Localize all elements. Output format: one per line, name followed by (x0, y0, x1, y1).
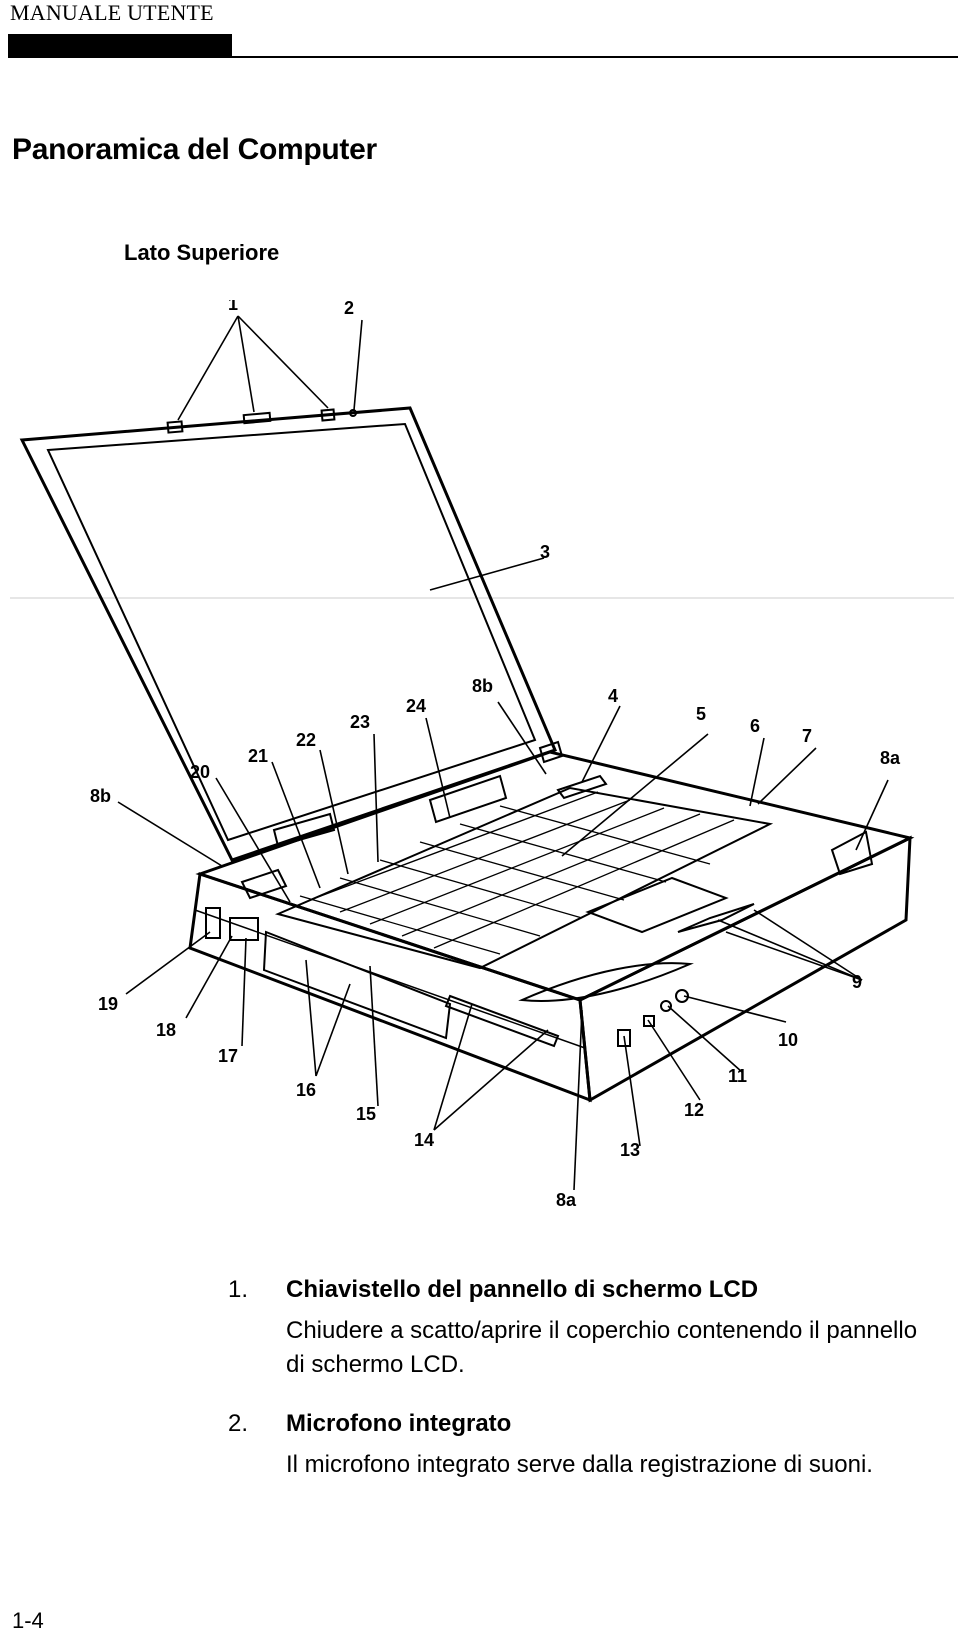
microphone-dot (349, 409, 357, 417)
callout-13: 13 (620, 1140, 640, 1160)
callout-7: 7 (802, 726, 812, 746)
callout-16: 16 (296, 1080, 316, 1100)
callout-1: 1 (228, 300, 238, 314)
section-title: Lato Superiore (124, 240, 280, 265)
lcd-latch-center (242, 411, 272, 425)
item-number: 1. (228, 1276, 249, 1303)
lcd-cover-right (830, 830, 874, 876)
callout-9: 9 (852, 972, 862, 992)
port-19 (205, 907, 221, 939)
base-left (188, 872, 592, 1103)
easy-buttons (556, 774, 608, 800)
page-number: 1-4 (12, 1608, 44, 1633)
callout-8b-top: 8b (472, 676, 493, 696)
pc-card-slot (444, 994, 560, 1048)
callout-6: 6 (750, 716, 760, 736)
audio-jack-10 (675, 989, 689, 1003)
callout-10: 10 (778, 1030, 798, 1050)
cd-drive-tray (262, 930, 452, 1040)
callout-8b-left: 8b (90, 786, 111, 806)
callout-14: 14 (414, 1130, 434, 1150)
callout-24: 24 (406, 696, 426, 716)
callout-8a-bottom: 8a (556, 1190, 577, 1210)
header-rule (8, 56, 958, 58)
laptop-diagram: 1 2 3 4 5 6 7 8a 8a 8b 8b 9 10 11 12 13 … (10, 300, 954, 1262)
callout-17: 17 (218, 1046, 238, 1066)
item-number: 2. (228, 1410, 249, 1437)
callout-11: 11 (728, 1066, 747, 1086)
callout-15: 15 (356, 1104, 376, 1124)
audio-jack-11 (660, 1000, 672, 1012)
page-title: Panoramica del Computer (12, 133, 377, 166)
callout-23: 23 (350, 712, 370, 732)
callout-21: 21 (248, 746, 268, 766)
item-body: Chiudere a scatto/aprire il coperchio co… (286, 1317, 918, 1378)
base-front (578, 835, 912, 1103)
callout-22: 22 (296, 730, 316, 750)
callout-12: 12 (684, 1100, 704, 1120)
item-title: Microfono integrato (286, 1410, 512, 1437)
callout-18: 18 (156, 1020, 176, 1040)
callout-20: 20 (190, 762, 210, 782)
palm-rest (518, 962, 694, 1002)
lcd-latch-left (166, 420, 184, 434)
lcd-latch-right (320, 408, 336, 422)
speaker-left (240, 868, 288, 900)
callout-4: 4 (608, 686, 618, 706)
callout-8a-right: 8a (880, 748, 901, 768)
lcd-lid (19, 406, 558, 862)
port-13 (617, 1029, 631, 1047)
description-item-1: 1. Chiavistello del pannello di schermo … (228, 1276, 928, 1386)
port-12 (643, 1015, 655, 1027)
callout-2: 2 (344, 300, 354, 318)
header-bar (8, 34, 232, 58)
status-panel (428, 774, 508, 824)
touchpad (585, 876, 729, 934)
item-title: Chiavistello del pannello di schermo LCD (286, 1276, 759, 1303)
keyboard (274, 786, 774, 970)
hinge-left (272, 812, 336, 848)
running-header: MANUALE UTENTE (10, 0, 214, 25)
description-item-2: 2. Microfono integrato Il microfono inte… (228, 1410, 928, 1490)
item-body: Il microfono integrato serve dalla regis… (286, 1451, 873, 1478)
callout-3: 3 (540, 542, 550, 562)
lcd-screen (46, 422, 537, 842)
callout-19: 19 (98, 994, 118, 1014)
callout-5: 5 (696, 704, 706, 724)
port-17 (229, 917, 259, 941)
touchpad-buttons (677, 903, 755, 933)
